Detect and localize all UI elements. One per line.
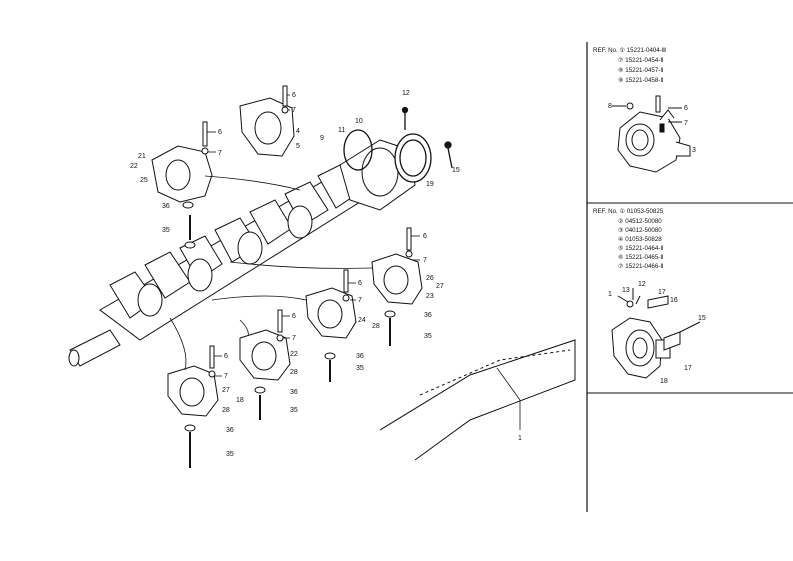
callout-17: 17 — [658, 289, 666, 296]
callout-8: 8 — [608, 103, 612, 110]
callout-7: 7 — [684, 120, 688, 127]
callout-6: 6 — [218, 129, 222, 136]
callout-12: 12 — [638, 281, 646, 288]
callout-36: 36 — [290, 389, 298, 396]
callout-24: 24 — [358, 317, 366, 324]
callout-18: 18 — [236, 397, 244, 404]
seal-rings — [343, 106, 453, 183]
callout-28: 28 — [290, 369, 298, 376]
inset-thrust-cap-bottom — [611, 288, 701, 379]
callout-1: 1 — [608, 291, 612, 298]
ref-line: ⑨ 15221-0458-Ⅱ — [618, 77, 663, 84]
ref-list-bottom: REF. No. ① 01053-50825 ② 04512-50080 ③ 0… — [593, 208, 664, 270]
callout-11: 11 — [338, 127, 345, 134]
callout-36: 36 — [356, 353, 364, 360]
callout-35: 35 — [356, 365, 364, 372]
callout-36: 36 — [226, 427, 234, 434]
callout-9: 9 — [320, 135, 324, 142]
callout-25: 25 — [140, 177, 148, 184]
bearing-cap-d — [305, 269, 396, 346]
callout-7: 7 — [292, 335, 296, 342]
callout-36: 36 — [162, 203, 170, 210]
reference-panel — [586, 42, 793, 512]
callout-6: 6 — [684, 105, 688, 112]
callout-7: 7 — [218, 150, 222, 157]
callout-10: 10 — [355, 118, 363, 125]
ref-line: ⑦ 15221-0466-Ⅱ — [618, 263, 663, 270]
ref-line: ③ 04012-50080 — [618, 227, 662, 234]
ref-list-top: REF. No. ① 15221-0404-Ⅲ ⑦ 15221-0454-Ⅱ ⑧… — [593, 47, 666, 84]
callout-35: 35 — [290, 407, 298, 414]
callout-17: 17 — [684, 365, 692, 372]
ref-line: ⑧ 15221-0457-Ⅱ — [618, 67, 663, 74]
inset-bearing-cap-top — [612, 95, 691, 173]
callout-15: 15 — [452, 167, 460, 174]
bearing-cap-a — [151, 121, 213, 249]
ref-line: ② 04512-50080 — [618, 218, 662, 225]
callout-19: 19 — [426, 181, 434, 188]
callout-6: 6 — [292, 313, 296, 320]
bearing-cap-f — [167, 345, 266, 468]
callout-1: 1 — [518, 435, 522, 442]
callout-21: 21 — [138, 153, 146, 160]
callout-7: 7 — [292, 107, 296, 114]
ref-line: ④ 01053-50828 — [618, 236, 662, 243]
callout-18: 18 — [660, 378, 668, 385]
callout-12: 12 — [402, 90, 410, 97]
callout-15: 15 — [698, 315, 706, 322]
callout-22: 22 — [290, 351, 298, 358]
callout-35: 35 — [226, 451, 234, 458]
bearing-cap-c — [371, 227, 423, 305]
ref-line: REF. No. ① 01053-50825 — [593, 208, 664, 215]
callout-6: 6 — [358, 280, 362, 287]
callout-22: 22 — [130, 163, 138, 170]
ref-line: ⑥ 15221-0465-Ⅱ — [618, 254, 663, 261]
bearing-cap-e — [239, 309, 336, 382]
callout-16: 16 — [670, 297, 678, 304]
ref-line: ⑦ 15221-0454-Ⅱ — [618, 57, 663, 64]
callout-7: 7 — [358, 297, 362, 304]
crankshaft — [68, 139, 576, 461]
callout-6: 6 — [224, 353, 228, 360]
callout-13: 13 — [622, 287, 630, 294]
callout-35: 35 — [162, 227, 170, 234]
leader-lines — [169, 94, 521, 430]
ref-line: REF. No. ① 15221-0404-Ⅲ — [593, 47, 666, 54]
bearing-cap-b — [239, 85, 295, 157]
callout-26: 26 — [426, 275, 434, 282]
callout-6: 6 — [292, 92, 296, 99]
ref-line: ⑤ 15221-0464-Ⅱ — [618, 245, 663, 252]
callout-23: 23 — [426, 293, 434, 300]
callout-36: 36 — [424, 312, 432, 319]
callout-3: 3 — [692, 147, 696, 154]
callout-27: 27 — [436, 283, 444, 290]
callout-35: 35 — [424, 333, 432, 340]
callout-28: 28 — [222, 407, 230, 414]
callout-4: 4 — [296, 128, 300, 135]
callout-6: 6 — [423, 233, 427, 240]
callout-7: 7 — [224, 373, 228, 380]
callout-5: 5 — [296, 143, 300, 150]
callout-27: 27 — [222, 387, 230, 394]
callout-28: 28 — [372, 323, 380, 330]
callout-7: 7 — [423, 257, 427, 264]
